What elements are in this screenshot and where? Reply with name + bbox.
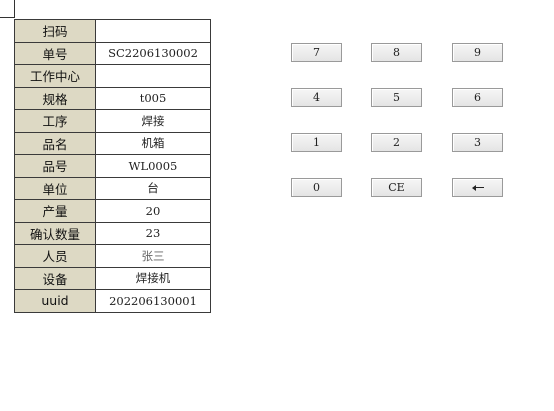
- order-no-value[interactable]: SC2206130002: [95, 41, 211, 65]
- key-0-button[interactable]: 0: [291, 178, 342, 197]
- key-7-button[interactable]: 7: [291, 43, 342, 62]
- equipment-value[interactable]: 焊接机: [95, 266, 211, 290]
- table-row: 品名 机箱: [14, 131, 211, 155]
- order-info-table: 扫码 单号 SC2206130002 工作中心 规格 t005 工序 焊接 品名: [14, 19, 211, 313]
- key-5-button[interactable]: 5: [371, 88, 422, 107]
- backspace-button[interactable]: [452, 178, 503, 197]
- table-row: 扫码: [14, 19, 211, 43]
- uuid-value[interactable]: 202206130001: [95, 289, 211, 313]
- key-4-button[interactable]: 4: [291, 88, 342, 107]
- table-row: uuid 202206130001: [14, 289, 211, 313]
- product-no-value[interactable]: WL0005: [95, 154, 211, 178]
- personnel-value[interactable]: 张三: [95, 244, 211, 268]
- label-scan: 扫码: [14, 19, 96, 43]
- table-row: 设备 焊接机: [14, 266, 211, 290]
- table-row: 单位 台: [14, 176, 211, 200]
- scan-input[interactable]: [95, 19, 211, 43]
- label-unit: 单位: [14, 176, 96, 200]
- table-row: 规格 t005: [14, 86, 211, 110]
- table-row: 产量 20: [14, 199, 211, 223]
- label-product-no: 品号: [14, 154, 96, 178]
- label-uuid: uuid: [14, 289, 96, 313]
- table-row: 工序 焊接: [14, 109, 211, 133]
- unit-value[interactable]: 台: [95, 176, 211, 200]
- clear-entry-button[interactable]: CE: [371, 178, 422, 197]
- key-8-button[interactable]: 8: [371, 43, 422, 62]
- label-product-name: 品名: [14, 131, 96, 155]
- output-value[interactable]: 20: [95, 199, 211, 223]
- key-9-button[interactable]: 9: [452, 43, 503, 62]
- spec-value[interactable]: t005: [95, 86, 211, 110]
- work-center-value[interactable]: [95, 64, 211, 88]
- table-row: 确认数量 23: [14, 221, 211, 245]
- key-2-button[interactable]: 2: [371, 133, 422, 152]
- table-row: 工作中心: [14, 64, 211, 88]
- confirm-qty-value[interactable]: 23: [95, 221, 211, 245]
- table-row: 单号 SC2206130002: [14, 41, 211, 65]
- label-spec: 规格: [14, 86, 96, 110]
- key-1-button[interactable]: 1: [291, 133, 342, 152]
- label-personnel: 人员: [14, 244, 96, 268]
- key-3-button[interactable]: 3: [452, 133, 503, 152]
- process-value[interactable]: 焊接: [95, 109, 211, 133]
- arrow-left-icon: [471, 184, 484, 191]
- key-6-button[interactable]: 6: [452, 88, 503, 107]
- label-work-center: 工作中心: [14, 64, 96, 88]
- label-process: 工序: [14, 109, 96, 133]
- table-row: 品号 WL0005: [14, 154, 211, 178]
- table-row: 人员 张三: [14, 244, 211, 268]
- label-confirm-qty: 确认数量: [14, 221, 96, 245]
- label-equipment: 设备: [14, 266, 96, 290]
- cell-corner-marker: [0, 0, 15, 18]
- label-output: 产量: [14, 199, 96, 223]
- label-order-no: 单号: [14, 41, 96, 65]
- product-name-value[interactable]: 机箱: [95, 131, 211, 155]
